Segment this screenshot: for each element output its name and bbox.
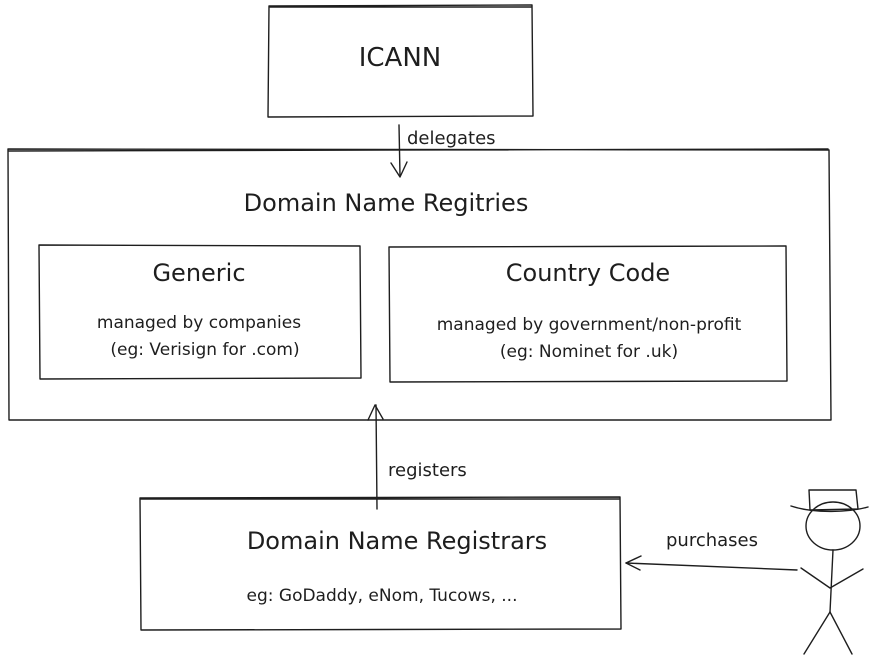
delegates-label: delegates: [407, 128, 496, 149]
registers-arrow: registers: [367, 404, 467, 510]
icann-node: ICANN: [267, 4, 534, 118]
person-icon: [790, 489, 869, 655]
generic-line1: managed by companies: [97, 313, 301, 333]
purchases-arrow: purchases: [625, 530, 798, 571]
generic-title: Generic: [152, 259, 245, 287]
country-code-line2: (eg: Nominet for .uk): [500, 342, 678, 362]
country-code-title: Country Code: [506, 259, 670, 287]
registers-label: registers: [388, 460, 467, 481]
registrars-examples: eg: GoDaddy, eNom, Tucows, ...: [247, 586, 518, 606]
registrars-node: Domain Name Registrars eg: GoDaddy, eNom…: [139, 496, 622, 631]
purchases-label: purchases: [666, 530, 758, 551]
registrars-title: Domain Name Registrars: [247, 527, 547, 555]
country-code-line1: managed by government/non-profit: [437, 315, 742, 335]
generic-node: Generic managed by companies (eg: Verisi…: [38, 244, 362, 380]
registries-title: Domain Name Regitries: [244, 189, 529, 217]
registries-node: Domain Name Regitries: [7, 148, 832, 421]
country-code-node: Country Code managed by government/non-p…: [388, 245, 788, 383]
icann-label: ICANN: [359, 43, 442, 73]
delegates-arrow: delegates: [390, 124, 496, 178]
generic-line2: (eg: Verisign for .com): [110, 340, 299, 360]
